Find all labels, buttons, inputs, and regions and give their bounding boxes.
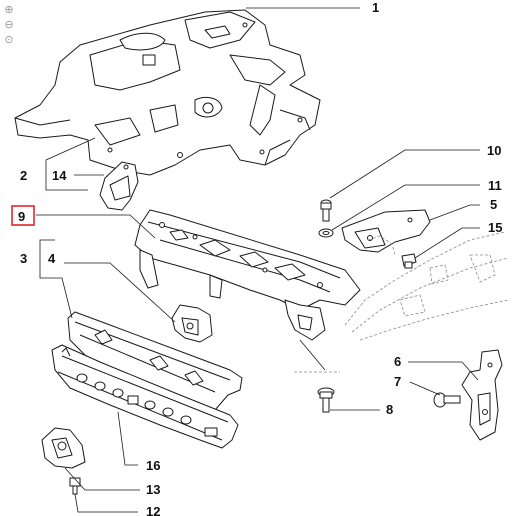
callout-6[interactable]: 6 [394, 354, 401, 369]
callout-16[interactable]: 16 [146, 458, 160, 473]
part-upper-crossmember[interactable] [134, 209, 361, 341]
part-bracket-14[interactable] [99, 161, 139, 211]
callout-labels: 1 2 14 9 3 4 10 11 5 15 6 7 8 16 13 12 [11, 0, 502, 516]
part-bolt-8[interactable] [317, 387, 335, 413]
part-clip-15[interactable] [401, 253, 417, 269]
part-mount-13[interactable] [41, 427, 86, 469]
ghost-body-panel [294, 231, 509, 373]
zoom-reset-icon[interactable]: ⊙ [4, 33, 14, 46]
part-bracket-6[interactable] [461, 349, 503, 441]
zoom-out-icon[interactable]: ⊖ [4, 18, 14, 31]
callout-3[interactable]: 3 [20, 251, 27, 266]
callout-14[interactable]: 14 [52, 168, 67, 183]
part-washer-11[interactable] [318, 228, 334, 238]
callout-2[interactable]: 2 [20, 168, 27, 183]
callout-7[interactable]: 7 [394, 374, 401, 389]
callout-9[interactable]: 9 [18, 209, 25, 224]
callout-11[interactable]: 11 [488, 178, 502, 193]
callout-5[interactable]: 5 [490, 197, 497, 212]
leader-lines [36, 7, 480, 513]
callout-15[interactable]: 15 [488, 220, 502, 235]
part-bottom-beam[interactable] [51, 344, 239, 449]
part-bolt-10[interactable] [320, 199, 332, 222]
part-bolt-7[interactable] [433, 392, 461, 408]
part-bracket-4[interactable] [171, 304, 213, 343]
callout-13[interactable]: 13 [146, 482, 160, 497]
part-bracket-5[interactable] [341, 209, 431, 253]
part-floor-assembly[interactable] [14, 9, 321, 176]
highlight-box-9 [11, 205, 35, 226]
callout-4[interactable]: 4 [48, 251, 56, 266]
callout-12[interactable]: 12 [146, 504, 160, 516]
callout-1[interactable]: 1 [372, 0, 379, 15]
zoom-in-icon[interactable]: ⊕ [4, 3, 14, 16]
callout-10[interactable]: 10 [487, 143, 501, 158]
part-bolt-12[interactable] [69, 477, 81, 495]
callout-8[interactable]: 8 [386, 402, 393, 417]
